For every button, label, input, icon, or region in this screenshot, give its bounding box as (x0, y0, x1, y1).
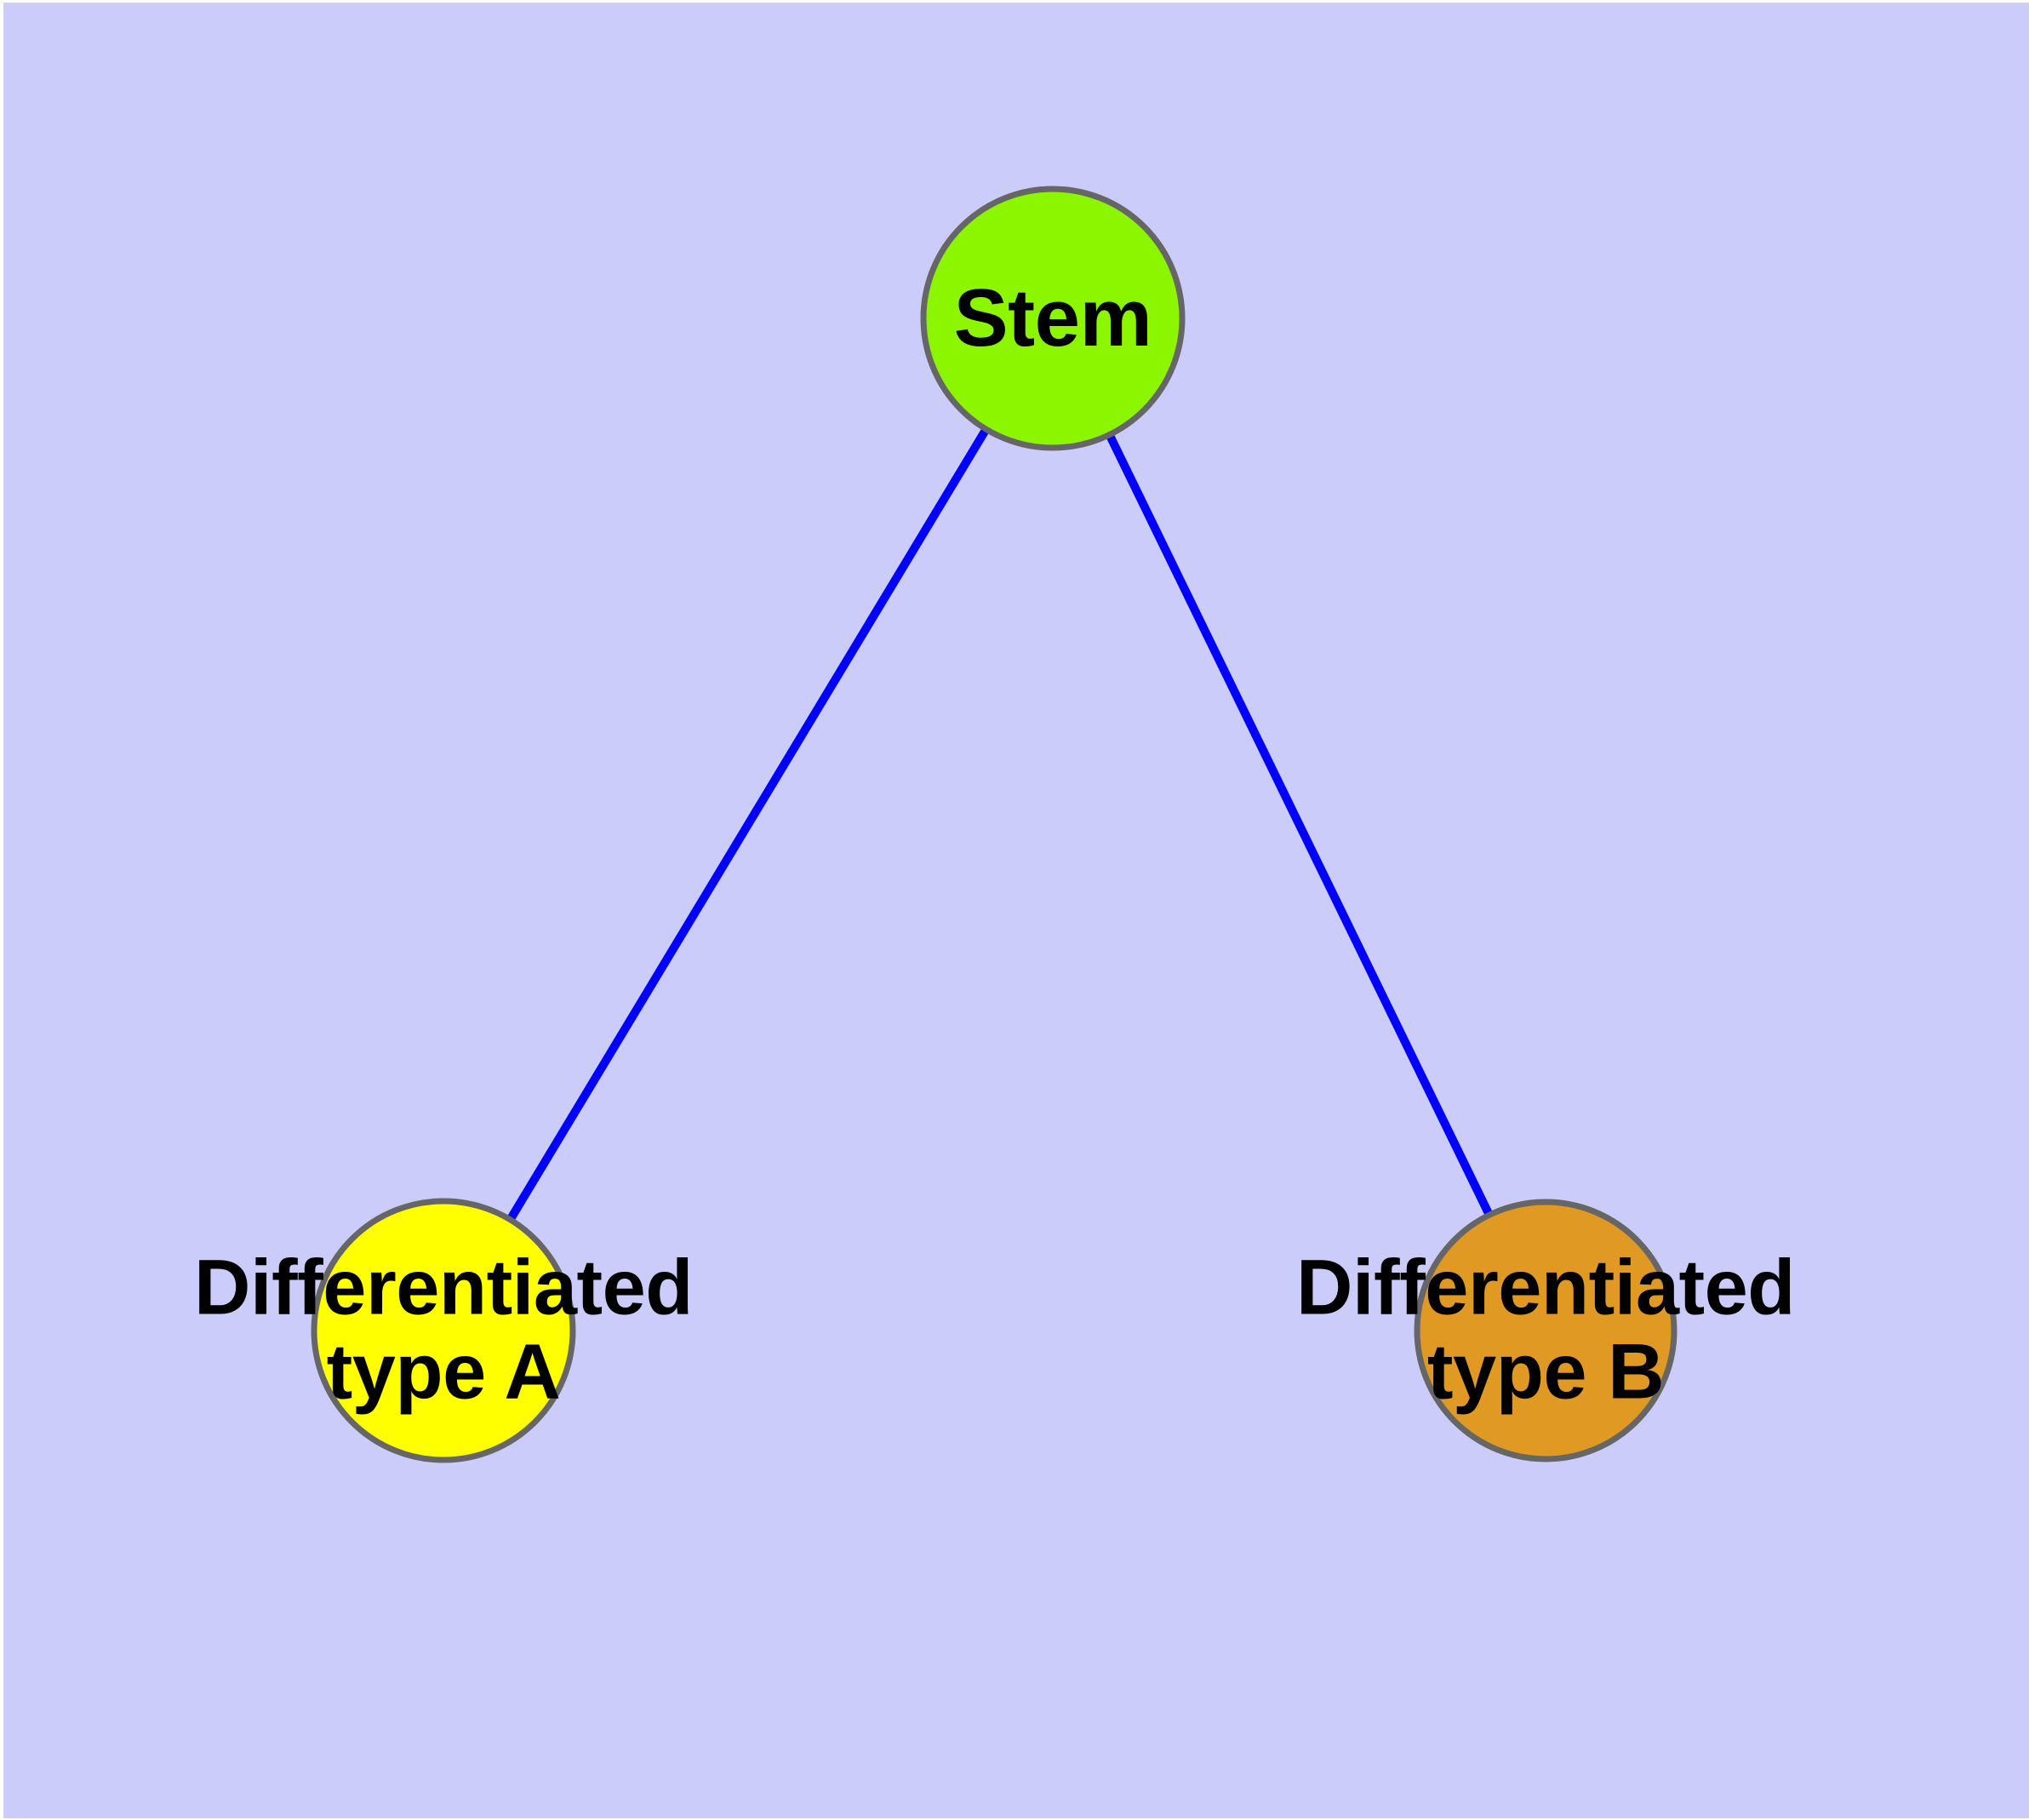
edges-layer (439, 316, 1550, 1333)
graph-node-diff_b[interactable] (1414, 1199, 1677, 1462)
graph-edge-stem-to-diff-b (1049, 316, 1550, 1333)
graph-node-diff_a[interactable] (311, 1198, 576, 1463)
nodes-layer (311, 186, 1677, 1463)
graph-node-stem[interactable] (920, 186, 1186, 451)
graph-edge-stem-to-diff-a (439, 316, 1057, 1333)
